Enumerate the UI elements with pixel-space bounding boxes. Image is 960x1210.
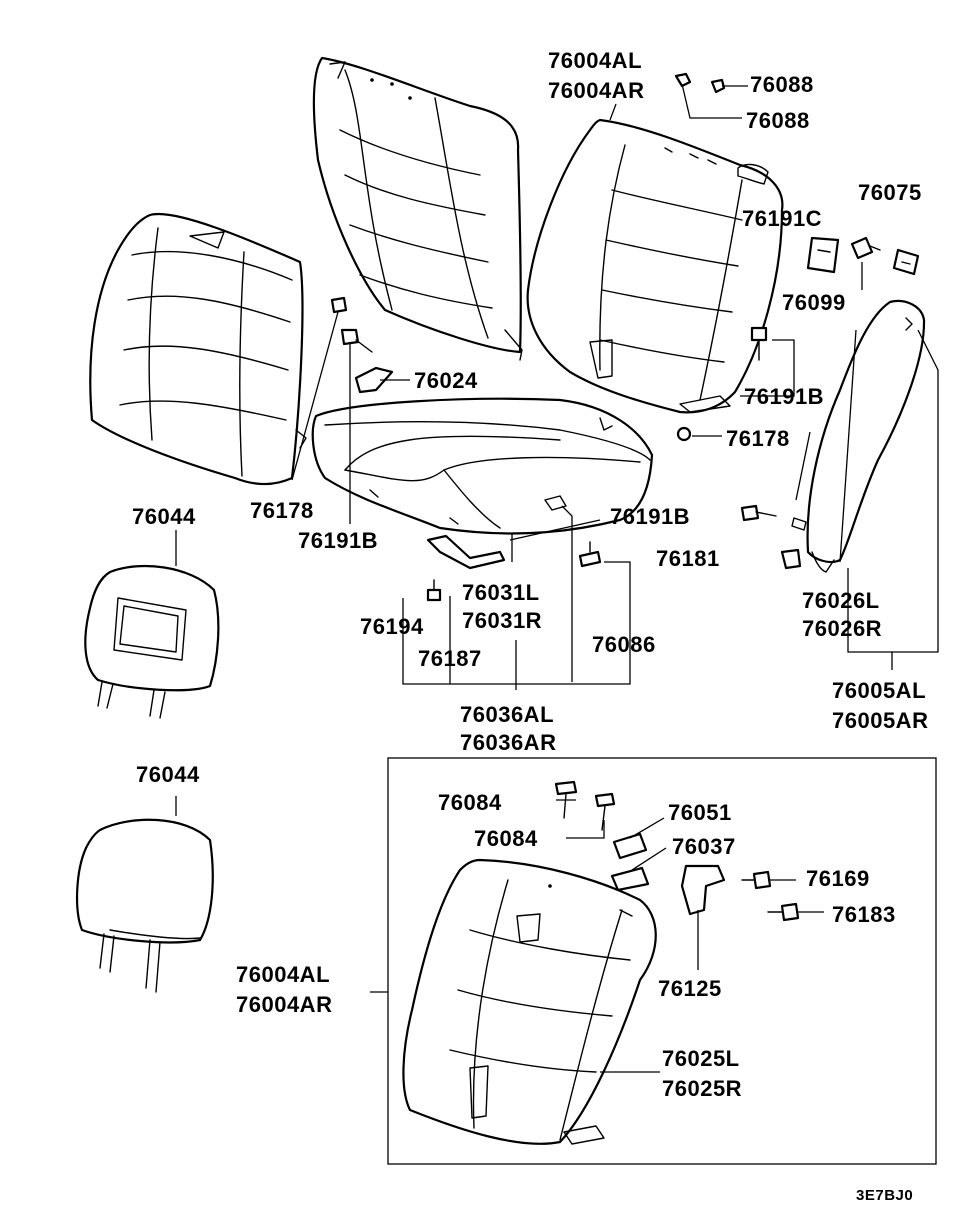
label-76031R: 76031R (462, 608, 542, 633)
label-76031L: 76031L (462, 580, 540, 605)
center-seat-back (312, 56, 523, 361)
label-76075: 76075 (858, 180, 922, 205)
label-76191B-left: 76191B (298, 528, 378, 553)
label-76169: 76169 (806, 866, 870, 891)
label-76088-b: 76088 (746, 108, 810, 133)
label-76084-b: 76084 (474, 826, 538, 851)
label-76025R: 76025R (662, 1076, 742, 1101)
label-76036AR: 76036AR (460, 730, 556, 755)
leader-lines (175, 83, 939, 1073)
label-76004AR-bottom: 76004AR (236, 992, 332, 1017)
left-seat-back (89, 212, 307, 486)
label-76005AL: 76005AL (832, 678, 926, 703)
label-76044-a: 76044 (132, 504, 196, 529)
label-76037: 76037 (672, 834, 736, 859)
right-seat-back (526, 118, 784, 414)
label-76026L: 76026L (802, 588, 880, 613)
label-76084-a: 76084 (438, 790, 502, 815)
label-76004AR-top: 76004AR (548, 78, 644, 103)
seat-cushion (311, 397, 654, 535)
label-76099: 76099 (782, 290, 846, 315)
part-labels: 76004AL 76004AR 76088 76088 76075 76191C… (132, 48, 928, 1204)
label-76178-mid: 76178 (726, 426, 790, 451)
hardware-parts (330, 72, 920, 922)
label-76191B-right: 76191B (744, 384, 824, 409)
label-76088-a: 76088 (750, 72, 814, 97)
side-panel (791, 299, 926, 573)
detail-seat-back (402, 858, 657, 1145)
label-76004AL-bottom: 76004AL (236, 962, 330, 987)
label-76004AL-top: 76004AL (548, 48, 642, 73)
label-76178-left: 76178 (250, 498, 314, 523)
label-76044-b: 76044 (136, 762, 200, 787)
label-76036AL: 76036AL (460, 702, 554, 727)
label-76191B-center: 76191B (610, 504, 690, 529)
label-76086: 76086 (592, 632, 656, 657)
label-76051: 76051 (668, 800, 732, 825)
headrest-upper (84, 564, 220, 719)
label-76026R: 76026R (802, 616, 882, 641)
label-76191C: 76191C (742, 206, 822, 231)
label-76187: 76187 (418, 646, 482, 671)
label-76183: 76183 (832, 902, 896, 927)
label-76025L: 76025L (662, 1046, 740, 1071)
detail-box (387, 757, 937, 1165)
label-76024: 76024 (414, 368, 478, 393)
label-76181: 76181 (656, 546, 720, 571)
label-76194: 76194 (360, 614, 424, 639)
diagram-code: 3E7BJ0 (856, 1187, 913, 1204)
label-76005AR: 76005AR (832, 708, 928, 733)
label-76125: 76125 (658, 976, 722, 1001)
headrest-lower (75, 818, 214, 993)
